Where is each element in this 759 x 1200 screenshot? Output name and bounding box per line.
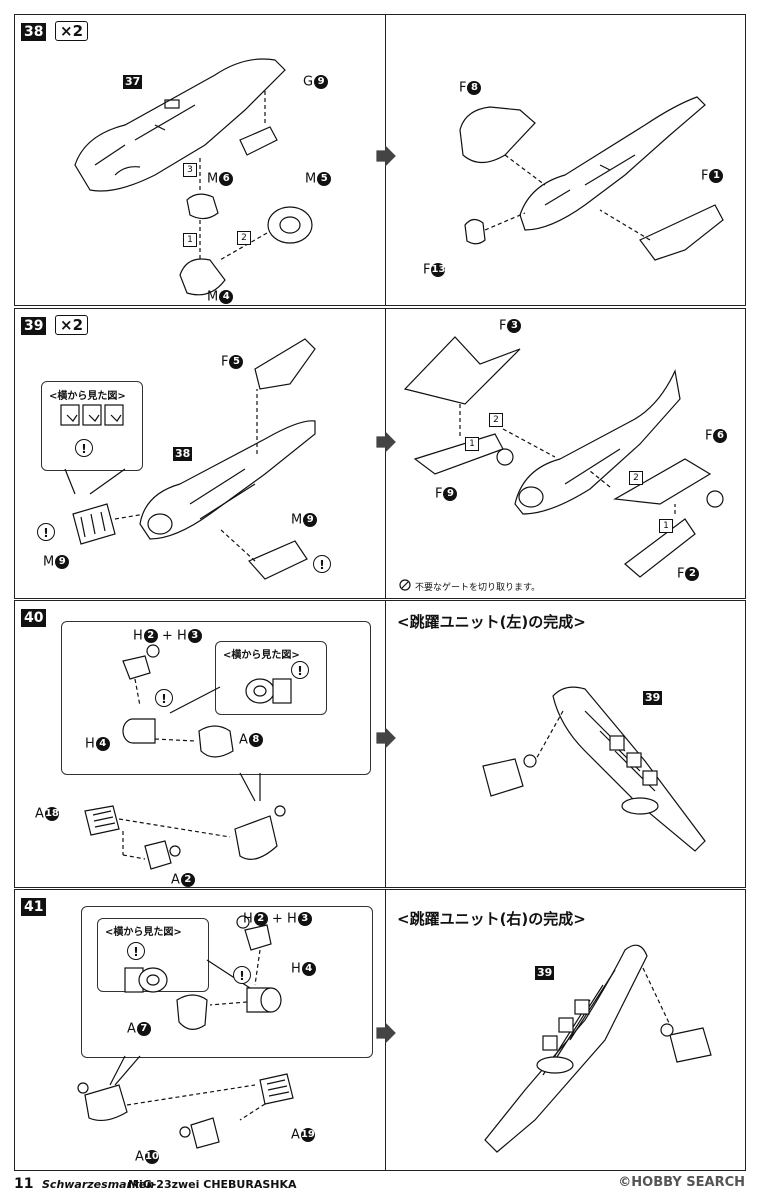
step-40-assembly-illustration <box>84 644 292 870</box>
next-arrow-icon <box>376 431 396 453</box>
step-number: 38 <box>21 23 47 41</box>
multiplier-badge: ×2 <box>55 315 89 335</box>
order-box-3: 3 <box>183 163 197 177</box>
next-arrow-icon <box>376 1022 396 1044</box>
side-view-title: <横から見た図> <box>105 927 182 938</box>
model-name: MiG-23zwei CHEBURASHKA <box>128 1178 297 1191</box>
jump-unit-left-illustration <box>482 686 706 852</box>
order-box-2: 2 <box>629 471 643 485</box>
order-box-2: 2 <box>237 231 251 245</box>
step-number: 41 <box>21 898 47 916</box>
multiplier-badge: ×2 <box>55 21 89 41</box>
step-39-result-illustration <box>403 336 724 578</box>
brand-name: Schwarzesmarken <box>42 1178 155 1191</box>
order-box-2: 2 <box>489 413 503 427</box>
caution-icon: ! <box>75 439 93 457</box>
ref-part-39: 39 <box>535 966 555 980</box>
step-number: 39 <box>21 317 47 335</box>
gate-cut-note: 不要なゲートを切り取ります。 <box>415 583 541 593</box>
caution-icon: ! <box>291 661 309 679</box>
step-38-assembly-illustration <box>74 58 313 296</box>
side-view-callout <box>215 641 327 715</box>
caution-icon: ! <box>155 689 173 707</box>
panel-divider <box>385 309 386 598</box>
completion-title: <跳躍ユニット(左)の完成> <box>397 613 586 631</box>
ref-part-39: 39 <box>643 691 663 705</box>
ref-part-38: 38 <box>173 447 193 461</box>
step-number: 40 <box>21 609 47 627</box>
label-a19: A19 <box>291 1127 315 1143</box>
side-view-title: <横から見た図> <box>223 650 300 661</box>
gate-cut-icon <box>399 579 411 591</box>
caution-icon: ! <box>37 523 55 541</box>
next-arrow-icon <box>376 727 396 749</box>
watermark: ©HOBBY SEARCH <box>618 1175 745 1190</box>
completion-title: <跳躍ユニット(右)の完成> <box>397 910 586 928</box>
ref-part-37: 37 <box>123 75 143 89</box>
label-f13: F13 <box>423 262 446 278</box>
side-view-callout <box>41 381 143 471</box>
next-arrow-icon <box>376 145 396 167</box>
caution-icon: ! <box>233 966 251 984</box>
page-number: 11 <box>14 1176 34 1192</box>
step-38-result-illustration <box>459 96 724 261</box>
caution-icon: ! <box>127 942 145 960</box>
caution-icon: ! <box>313 555 331 573</box>
order-box-1: 1 <box>465 437 479 451</box>
label-a10: A10 <box>135 1149 159 1165</box>
order-box-1: 1 <box>659 519 673 533</box>
jump-unit-right-illustration <box>484 944 712 1153</box>
side-view-parts-illustration <box>60 338 316 580</box>
label-a18: A18 <box>35 806 59 822</box>
order-box-1: 1 <box>183 233 197 247</box>
step-41-assembly-illustration <box>77 915 294 1149</box>
side-view-title: <横から見た図> <box>49 391 126 402</box>
